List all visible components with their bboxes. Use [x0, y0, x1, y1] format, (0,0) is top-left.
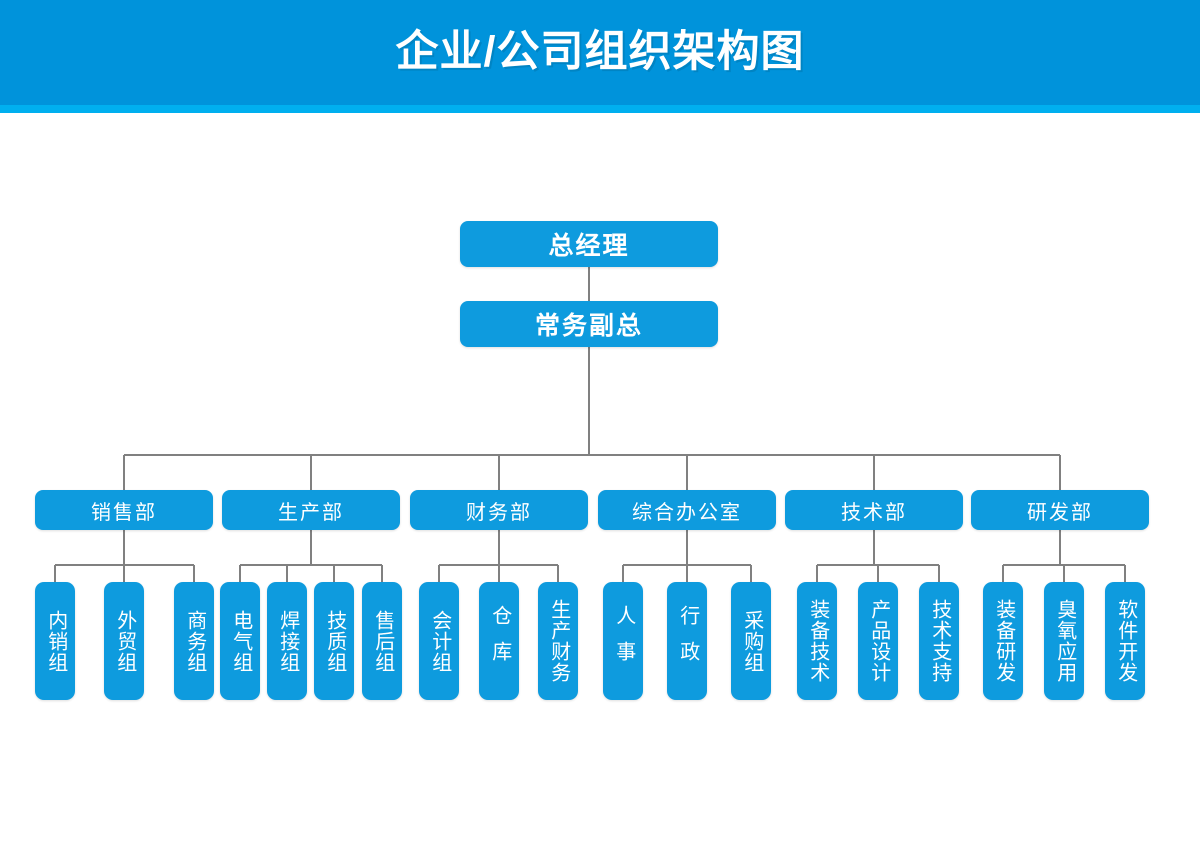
- node-team-production-1-label: 焊接组: [276, 609, 299, 673]
- node-team-production-1[interactable]: 焊接组: [267, 582, 307, 700]
- node-department-sales-label: 销售部: [91, 501, 157, 524]
- node-team-sales-2[interactable]: 商务组: [174, 582, 214, 700]
- node-department-general-office[interactable]: 综合办公室: [598, 490, 776, 530]
- node-team-office-0-label: 人事: [612, 605, 635, 677]
- node-team-production-2[interactable]: 技质组: [314, 582, 354, 700]
- node-executive-vice-president-label: 常务副总: [534, 312, 643, 340]
- node-team-production-3[interactable]: 售后组: [362, 582, 402, 700]
- node-general-manager[interactable]: 总经理: [460, 221, 718, 267]
- node-team-tech-1[interactable]: 产品设计: [858, 582, 898, 700]
- node-department-technology-label: 技术部: [841, 501, 907, 524]
- node-department-production[interactable]: 生产部: [222, 490, 400, 530]
- node-team-production-0[interactable]: 电气组: [220, 582, 260, 700]
- node-team-rd-1-label: 臭氧应用: [1053, 599, 1076, 683]
- page-title: 企业/公司组织架构图: [395, 28, 805, 76]
- node-team-finance-1[interactable]: 仓库: [479, 582, 519, 700]
- node-team-rd-1[interactable]: 臭氧应用: [1044, 582, 1084, 700]
- node-team-rd-2-label: 软件开发: [1114, 599, 1137, 683]
- node-team-tech-0-label: 装备技术: [806, 599, 829, 683]
- node-team-finance-2[interactable]: 生产财务: [538, 582, 578, 700]
- node-team-tech-2-label: 技术支持: [928, 599, 951, 683]
- node-department-research-development[interactable]: 研发部: [971, 490, 1149, 530]
- node-team-office-2-label: 采购组: [740, 609, 763, 673]
- node-team-sales-1-label: 外贸组: [113, 609, 136, 673]
- header-accent-strip: [0, 105, 1200, 113]
- org-chart: 总经理 常务副总 销售部 生产部 财务部 综合办公室 技术部 研发部 内销组 外…: [0, 113, 1200, 848]
- node-general-manager-label: 总经理: [548, 232, 630, 260]
- node-team-rd-0[interactable]: 装备研发: [983, 582, 1023, 700]
- node-team-rd-0-label: 装备研发: [992, 599, 1015, 683]
- node-team-office-2[interactable]: 采购组: [731, 582, 771, 700]
- node-executive-vice-president[interactable]: 常务副总: [460, 301, 718, 347]
- node-team-production-2-label: 技质组: [323, 609, 346, 673]
- node-team-sales-0-label: 内销组: [44, 609, 67, 673]
- node-team-tech-1-label: 产品设计: [867, 599, 890, 683]
- node-team-finance-0-label: 会计组: [428, 609, 451, 673]
- node-team-sales-0[interactable]: 内销组: [35, 582, 75, 700]
- page-header-banner: 企业/公司组织架构图: [0, 0, 1200, 105]
- node-team-office-0[interactable]: 人事: [603, 582, 643, 700]
- node-team-production-0-label: 电气组: [229, 609, 252, 673]
- node-team-sales-2-label: 商务组: [183, 609, 206, 673]
- node-department-research-development-label: 研发部: [1027, 501, 1093, 524]
- node-team-finance-2-label: 生产财务: [547, 599, 570, 683]
- node-department-general-office-label: 综合办公室: [632, 501, 742, 524]
- node-department-sales[interactable]: 销售部: [35, 490, 213, 530]
- node-team-finance-1-label: 仓库: [488, 605, 511, 677]
- node-team-tech-2[interactable]: 技术支持: [919, 582, 959, 700]
- node-team-finance-0[interactable]: 会计组: [419, 582, 459, 700]
- node-department-finance[interactable]: 财务部: [410, 490, 588, 530]
- node-department-technology[interactable]: 技术部: [785, 490, 963, 530]
- node-team-office-1-label: 行政: [676, 605, 699, 677]
- node-team-production-3-label: 售后组: [371, 609, 394, 673]
- node-team-sales-1[interactable]: 外贸组: [104, 582, 144, 700]
- node-department-finance-label: 财务部: [466, 501, 532, 524]
- node-department-production-label: 生产部: [278, 501, 344, 524]
- node-team-tech-0[interactable]: 装备技术: [797, 582, 837, 700]
- node-team-rd-2[interactable]: 软件开发: [1105, 582, 1145, 700]
- node-team-office-1[interactable]: 行政: [667, 582, 707, 700]
